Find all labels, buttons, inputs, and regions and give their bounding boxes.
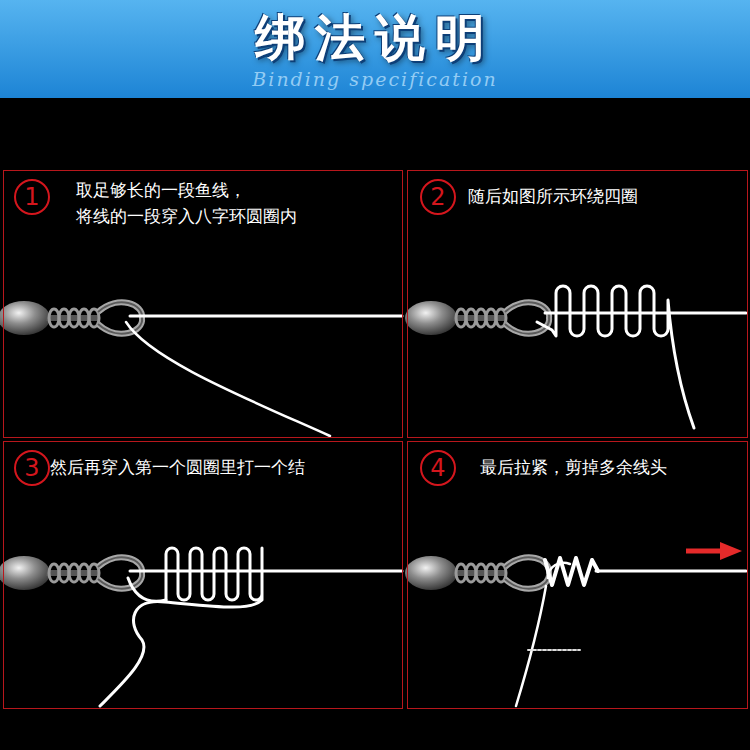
step-number-circle: 3 — [14, 450, 50, 486]
pull-arrow-head — [720, 542, 742, 560]
step-panel: 然后再穿入第一个圆圈里打一个结 3 — [3, 441, 403, 709]
callout-number: 4 — [430, 456, 445, 480]
swivel — [0, 301, 142, 335]
step-instruction: 取足够长的一段鱼线， 将线的一段穿入八字环圆圈内 — [76, 177, 376, 229]
step-number-circle: 4 — [420, 450, 456, 486]
fishing-line — [130, 570, 402, 573]
step-number-circle: 2 — [420, 179, 456, 215]
step-number-circle: 1 — [14, 179, 50, 215]
callout-number: 2 — [430, 185, 445, 209]
swivel — [0, 556, 142, 590]
subtitle: Binding specification — [0, 68, 750, 90]
step-instruction: 最后拉紧，剪掉多余线头 — [480, 454, 740, 480]
fishing-line — [596, 570, 746, 573]
title: 绑法说明 — [0, 8, 750, 68]
fishing-line — [537, 286, 694, 428]
fishing-line — [545, 558, 598, 585]
fishing-line — [516, 586, 546, 706]
callout-number: 1 — [24, 185, 39, 209]
fishing-line — [130, 315, 402, 318]
fishing-line — [100, 548, 262, 706]
fishing-line — [128, 578, 166, 601]
swivel — [405, 556, 549, 590]
fishing-line — [126, 322, 330, 436]
pull-arrow — [686, 549, 722, 554]
fishing-line — [548, 563, 570, 578]
cut-mark — [528, 649, 580, 651]
step-instruction: 然后再穿入第一个圆圈里打一个结 — [50, 454, 395, 480]
step-panel: 随后如图所示环绕四圈 2 — [407, 170, 748, 438]
swivel — [405, 301, 549, 335]
fishing-line — [545, 312, 746, 315]
callout-number: 3 — [24, 456, 39, 480]
step-instruction: 随后如图所示环绕四圈 — [468, 183, 738, 209]
step-panel: 取足够长的一段鱼线， 将线的一段穿入八字环圆圈内 1 — [3, 170, 403, 438]
step-panel: 最后拉紧，剪掉多余线头 4 — [407, 441, 748, 709]
